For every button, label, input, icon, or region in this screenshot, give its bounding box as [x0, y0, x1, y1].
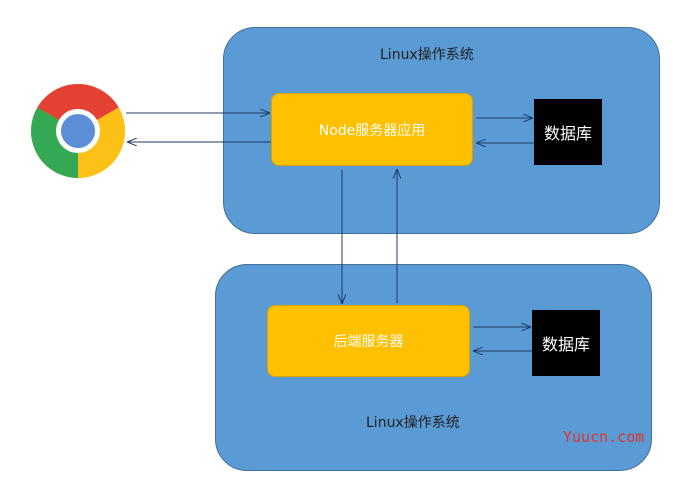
- linux-panel-top-label: Linux操作系统: [380, 47, 474, 63]
- chrome-browser-icon: [30, 83, 126, 179]
- node-server-app-label: Node服务器应用: [318, 122, 426, 139]
- backend-server-label: 后端服务器: [333, 334, 404, 350]
- database-bottom: 数据库: [532, 310, 600, 376]
- backend-server-box: 后端服务器: [267, 305, 470, 377]
- database-top: 数据库: [534, 99, 602, 165]
- watermark-text: Yuucn.com: [563, 428, 645, 446]
- linux-panel-bottom-label: Linux操作系统: [366, 415, 460, 431]
- database-bottom-label: 数据库: [541, 335, 590, 354]
- database-top-label: 数据库: [543, 124, 592, 143]
- node-server-app-box: Node服务器应用: [271, 93, 473, 166]
